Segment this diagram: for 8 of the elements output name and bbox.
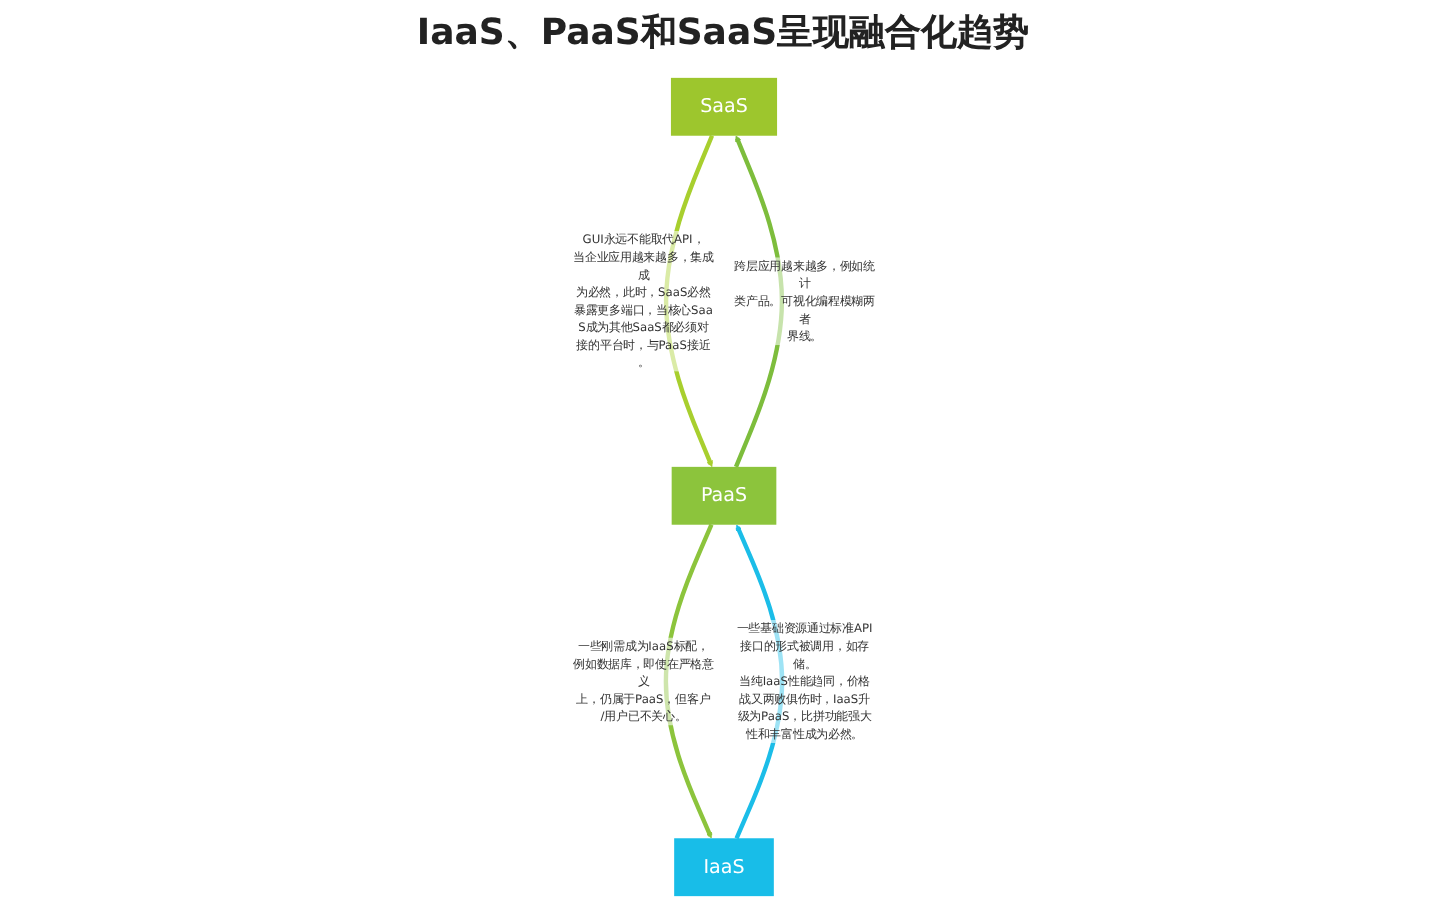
diagram-title: IaaS、PaaS和SaaS呈现融合化趋势 xyxy=(416,10,1030,56)
arrow xyxy=(733,524,784,840)
arrow xyxy=(732,135,784,468)
node-box: IaaS xyxy=(673,838,773,897)
arrow xyxy=(662,134,714,468)
node-box: PaaS xyxy=(670,466,776,525)
arrow xyxy=(662,523,713,839)
node-box: SaaS xyxy=(669,77,777,136)
